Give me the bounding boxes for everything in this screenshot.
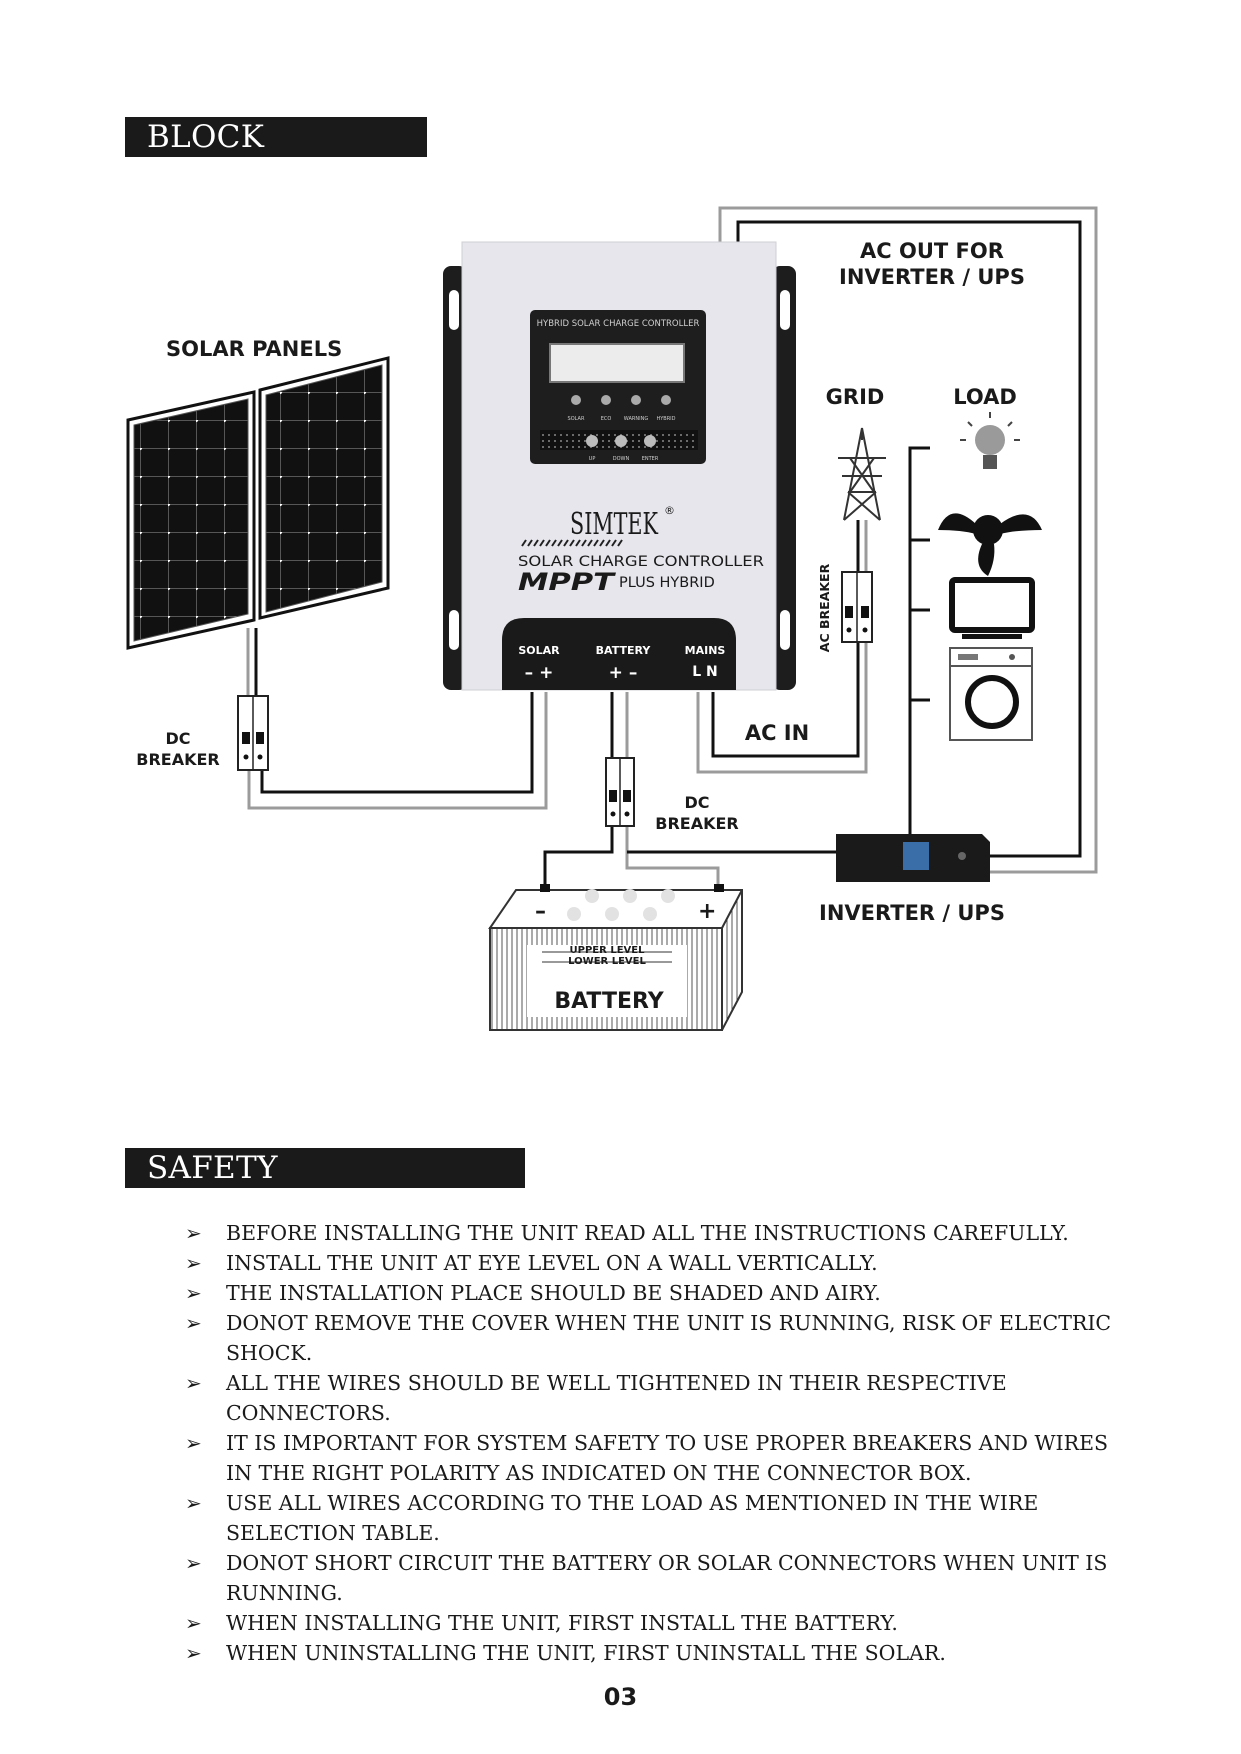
arrowhead-bullet-icon: ➢ bbox=[185, 1491, 202, 1515]
terminal-solar-polarity: – + bbox=[525, 663, 554, 683]
list-item: ➢ DONOT REMOVE THE COVER WHEN THE UNIT IS… bbox=[185, 1308, 1115, 1368]
ac-breaker-icon bbox=[841, 571, 873, 643]
arrowhead-bullet-icon: ➢ bbox=[185, 1551, 202, 1575]
solar-panels bbox=[126, 356, 390, 650]
list-item: ➢ BEFORE INSTALLING THE UNIT READ ALL THE… bbox=[185, 1218, 1115, 1248]
arrowhead-bullet-icon: ➢ bbox=[185, 1431, 202, 1455]
arrowhead-bullet-icon: ➢ bbox=[185, 1371, 202, 1395]
terminal-battery-polarity: + – bbox=[609, 663, 638, 683]
list-item: ➢ ALL THE WIRES SHOULD BE WELL TIGHTENED … bbox=[185, 1368, 1115, 1428]
ac-in-label: AC IN bbox=[745, 721, 809, 745]
list-item: ➢ DONOT SHORT CIRCUIT THE BATTERY OR SOLA… bbox=[185, 1548, 1115, 1608]
arrowhead-bullet-icon: ➢ bbox=[185, 1281, 202, 1305]
block-diagram: SOLAR PANELS DC BREAKER HYBRID SOLAR CHA… bbox=[126, 206, 1098, 1031]
instruction-text: IT IS IMPORTANT FOR SYSTEM SAFETY TO USE… bbox=[226, 1431, 1109, 1485]
instruction-text: THE INSTALLATION PLACE SHOULD BE SHADED … bbox=[226, 1281, 881, 1305]
ac-breaker-label: AC BREAKER bbox=[817, 563, 832, 652]
list-item: ➢ IT IS IMPORTANT FOR SYSTEM SAFETY TO US… bbox=[185, 1428, 1115, 1488]
washing-machine-icon bbox=[949, 647, 1033, 741]
inverter-ups-label: INVERTER / UPS bbox=[819, 901, 1005, 925]
controller-lcd-title: HYBRID SOLAR CHARGE CONTROLLER bbox=[537, 319, 700, 329]
wiring bbox=[246, 206, 1098, 887]
list-item: ➢ INSTALL THE UNIT AT EYE LEVEL ON A WALL… bbox=[185, 1248, 1115, 1278]
list-item: ➢ WHEN UNINSTALLING THE UNIT, FIRST UNINS… bbox=[185, 1638, 1115, 1668]
arrowhead-bullet-icon: ➢ bbox=[185, 1641, 202, 1665]
instruction-text: WHEN INSTALLING THE UNIT, FIRST INSTALL … bbox=[226, 1611, 898, 1635]
battery-upper-level: UPPER LEVEL bbox=[570, 945, 646, 956]
instruction-text: WHEN UNINSTALLING THE UNIT, FIRST UNINST… bbox=[226, 1641, 946, 1665]
arrowhead-bullet-icon: ➢ bbox=[185, 1251, 202, 1275]
dc-breaker-solar-label-2: BREAKER bbox=[136, 750, 219, 769]
controller-product-line-1: SOLAR CHARGE CONTROLLER bbox=[518, 554, 764, 570]
arrowhead-bullet-icon: ➢ bbox=[185, 1611, 202, 1635]
ac-out-label-2: INVERTER / UPS bbox=[839, 265, 1025, 289]
arrowhead-bullet-icon: ➢ bbox=[185, 1221, 202, 1245]
button-label-enter: ENTER bbox=[642, 456, 659, 462]
list-item: ➢ WHEN INSTALLING THE UNIT, FIRST INSTALL… bbox=[185, 1608, 1115, 1638]
charge-controller bbox=[443, 241, 796, 691]
instruction-text: BEFORE INSTALLING THE UNIT READ ALL THE … bbox=[226, 1221, 1069, 1245]
instruction-text: DONOT SHORT CIRCUIT THE BATTERY OR SOLAR… bbox=[226, 1551, 1108, 1605]
controller-product-line-2: PLUS HYBRID bbox=[619, 575, 715, 591]
indicator-label-eco: ECO bbox=[601, 416, 612, 422]
grid-label: GRID bbox=[826, 385, 885, 409]
ac-out-label-1: AC OUT FOR bbox=[860, 239, 1004, 263]
battery-negative-label: – bbox=[535, 899, 546, 924]
solar-panels-label: SOLAR PANELS bbox=[166, 337, 342, 361]
button-label-up: UP bbox=[589, 456, 596, 462]
indicator-label-hybrid: HYBRID bbox=[656, 416, 675, 422]
dc-breaker-battery-icon bbox=[605, 757, 635, 827]
ceiling-fan-icon bbox=[938, 513, 1042, 576]
page-number: 03 bbox=[603, 1683, 638, 1711]
indicator-label-warning: WARNING bbox=[624, 416, 649, 422]
terminal-solar-label: SOLAR bbox=[518, 644, 560, 657]
battery-name: BATTERY bbox=[554, 989, 664, 1014]
dc-breaker-battery-label-1: DC bbox=[684, 793, 709, 812]
terminal-mains-label: MAINS bbox=[685, 644, 726, 657]
battery-icon bbox=[488, 884, 743, 1031]
arrowhead-bullet-icon: ➢ bbox=[185, 1311, 202, 1335]
safety-instructions-list: ➢ BEFORE INSTALLING THE UNIT READ ALL THE… bbox=[185, 1218, 1115, 1668]
block-diagram-heading: BLOCK DIAGRAM bbox=[125, 117, 427, 195]
battery-positive-label: + bbox=[698, 899, 716, 924]
instruction-text: ALL THE WIRES SHOULD BE WELL TIGHTENED I… bbox=[226, 1371, 1007, 1425]
dc-breaker-solar-icon bbox=[237, 695, 269, 771]
transmission-tower-icon bbox=[838, 427, 886, 521]
button-label-down: DOWN bbox=[613, 456, 630, 462]
controller-brand-registered: ® bbox=[664, 504, 675, 517]
instruction-text: USE ALL WIRES ACCORDING TO THE LOAD AS M… bbox=[226, 1491, 1039, 1545]
list-item: ➢ USE ALL WIRES ACCORDING TO THE LOAD AS … bbox=[185, 1488, 1115, 1548]
terminal-battery-label: BATTERY bbox=[596, 644, 652, 657]
safety-instructions-heading: SAFETY INSTRUCTIONS bbox=[125, 1148, 525, 1226]
inverter-ups-icon bbox=[836, 834, 990, 882]
battery-lower-level: LOWER LEVEL bbox=[568, 956, 646, 967]
dc-breaker-solar-label-1: DC bbox=[165, 729, 190, 748]
list-item: ➢ THE INSTALLATION PLACE SHOULD BE SHADED… bbox=[185, 1278, 1115, 1308]
light-bulb-icon bbox=[960, 412, 1020, 469]
terminal-mains-polarity: L N bbox=[692, 664, 718, 680]
load-label: LOAD bbox=[953, 385, 1017, 409]
instruction-text: DONOT REMOVE THE COVER WHEN THE UNIT IS … bbox=[226, 1311, 1112, 1365]
controller-product-mppt: MPPT bbox=[518, 568, 616, 596]
instruction-text: INSTALL THE UNIT AT EYE LEVEL ON A WALL … bbox=[226, 1251, 878, 1275]
controller-brand: SIMTEK bbox=[570, 507, 658, 542]
television-icon bbox=[949, 577, 1035, 639]
dc-breaker-battery-label-2: BREAKER bbox=[655, 814, 738, 833]
indicator-label-solar: SOLAR bbox=[568, 416, 585, 422]
